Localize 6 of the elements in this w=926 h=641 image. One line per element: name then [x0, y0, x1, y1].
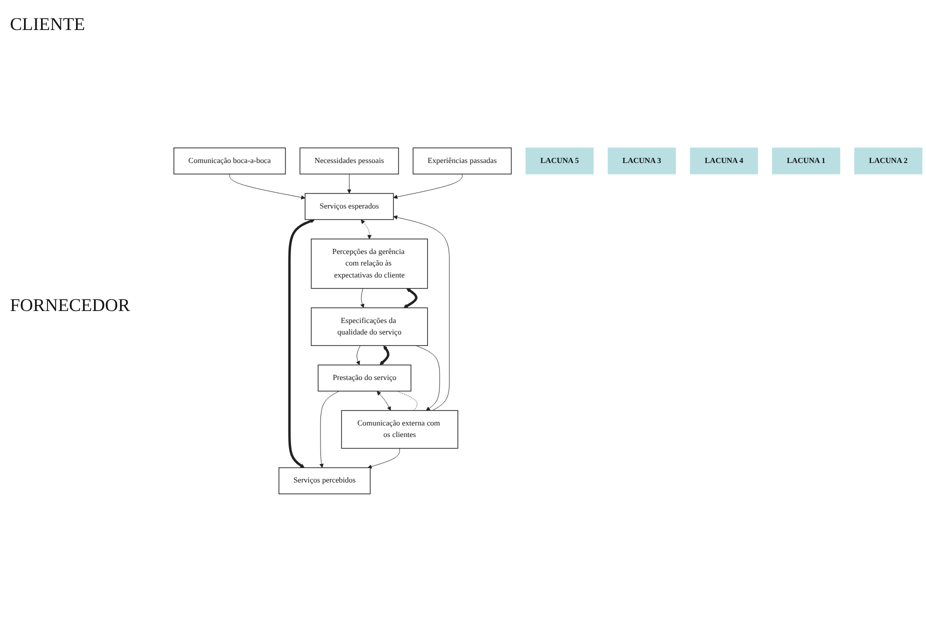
connector	[396, 390, 418, 410]
arrow	[404, 288, 418, 308]
region-label: CLIENTE	[10, 14, 85, 35]
arrow	[288, 218, 315, 468]
arrow	[380, 345, 390, 365]
region-label: FORNECEDOR	[10, 295, 130, 316]
